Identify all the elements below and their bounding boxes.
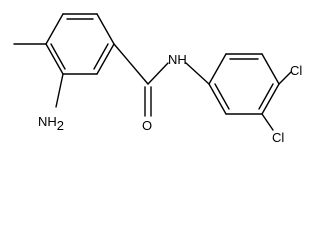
ring-left-bond [96,13,115,45]
ring-left-bond [96,43,115,75]
ring-left-double-bond [93,43,109,70]
ring-right-double-bond [258,83,274,110]
chloro-bottom-label: Cl [272,130,284,145]
ring-right-bond [208,83,227,115]
amino-bond [55,73,64,108]
amino-label: NH2 [38,114,64,133]
benzene-ring-right [208,53,280,115]
chemical-structure: NH2 O NH Cl Cl [13,13,302,145]
ring-right-bond [261,83,280,115]
carbonyl-to-nh-bond [147,62,169,85]
ring-left-double-bond [50,43,66,70]
nh-to-ring-bond [185,62,210,85]
chloro-top-bond [278,71,292,85]
chloro-top-label: Cl [290,63,302,78]
ring-left-bond [45,13,64,45]
ring-right-bond [208,53,227,85]
benzene-ring-left [45,13,115,75]
ring-to-carbonyl-bond [113,43,149,85]
ring-right-bond [261,53,280,85]
chloro-bottom-bond [261,113,274,131]
carbonyl-oxygen-label: O [142,118,152,133]
ring-right-double-bond [214,83,230,110]
amide-nh-label: NH [168,52,187,67]
ring-left-bond [45,43,64,75]
